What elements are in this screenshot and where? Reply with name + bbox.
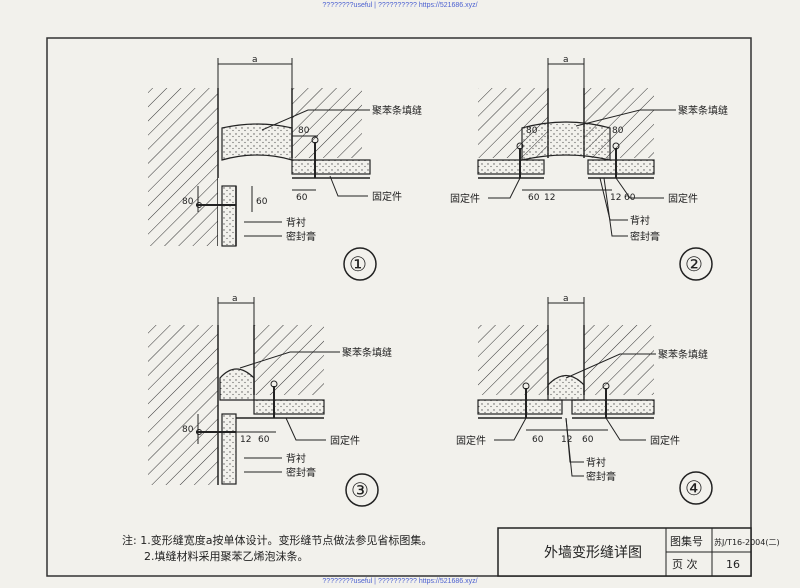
dim-80: 80 — [526, 126, 538, 136]
label-polystyrene: 聚苯条填缝 — [658, 348, 708, 361]
label-backing: 背衬 — [286, 216, 306, 229]
label-backing: 背衬 — [586, 456, 606, 469]
detail-2: a 80 80 60 12 12 60 聚苯条填缝 固定件 固定件 背衬 密封膏… — [450, 55, 728, 281]
label-fixing: 固定件 — [330, 434, 360, 447]
dim-a: a — [232, 294, 238, 304]
watermark-bottom: ????????useful | ?????????? https://5216… — [322, 578, 478, 585]
atlas-number: 苏J/T16-2004(二) — [714, 537, 780, 547]
label-backing: 背衬 — [286, 452, 306, 465]
label-fixing: 固定件 — [450, 192, 480, 205]
label-fixing: 固定件 — [456, 434, 486, 447]
notes: 注: 1.变形缝宽度a按单体设计。变形缝节点做法参见省标图集。 2.填缝材料采用… — [122, 533, 432, 563]
dim-60-vertical: 60 — [256, 197, 268, 207]
page-label: 页 次 — [672, 557, 698, 571]
dim-80-vertical: 80 — [182, 197, 194, 207]
title-block: 外墙变形缝详图 图集号 苏J/T16-2004(二) 页 次 16 — [497, 527, 780, 577]
dim-80: 80 — [298, 126, 310, 136]
dim-60: 60 — [258, 435, 270, 445]
wall-hatch — [292, 88, 362, 158]
wall-hatch — [584, 325, 654, 395]
insulation-layer — [587, 159, 655, 175]
dim-12: 12 — [544, 193, 555, 203]
detail-number-3: ③ — [351, 478, 369, 502]
insulation-layer — [477, 159, 545, 175]
polystyrene-foam — [547, 374, 585, 401]
dim-a: a — [563, 294, 569, 304]
insulation-layer — [291, 159, 371, 175]
label-fixing: 固定件 — [372, 190, 402, 203]
sheet-border — [46, 37, 752, 577]
insulation-layer — [571, 399, 655, 415]
polystyrene-foam — [219, 368, 255, 401]
note-line-1: 注: 1.变形缝宽度a按单体设计。变形缝节点做法参见省标图集。 — [122, 533, 432, 547]
dim-80-vertical: 80 — [182, 425, 194, 435]
insulation-layer — [253, 399, 325, 415]
wall-hatch — [148, 325, 218, 485]
label-sealant: 密封膏 — [286, 230, 316, 243]
watermark-top: ????????useful | ?????????? https://5216… — [322, 2, 478, 9]
dim-60: 60 — [528, 193, 540, 203]
dim-80: 80 — [612, 126, 624, 136]
wall-hatch — [148, 88, 218, 246]
dim-60: 60 — [532, 435, 544, 445]
atlas-label: 图集号 — [670, 534, 703, 548]
dim-60: 60 — [296, 193, 308, 203]
label-backing: 背衬 — [630, 214, 650, 227]
label-sealant: 密封膏 — [630, 230, 660, 243]
label-fixing: 固定件 — [668, 192, 698, 205]
label-sealant: 密封膏 — [586, 470, 616, 483]
label-sealant: 密封膏 — [286, 466, 316, 479]
note-line-2: 2.填缝材料采用聚苯乙烯泡沫条。 — [144, 549, 309, 563]
page-number: 16 — [726, 558, 740, 571]
dim-12: 12 — [561, 435, 572, 445]
wall-hatch — [478, 325, 548, 395]
label-polystyrene: 聚苯条填缝 — [678, 104, 728, 117]
detail-number-4: ④ — [685, 476, 703, 500]
detail-4: a 60 12 60 聚苯条填缝 固定件 固定件 背衬 密封膏 ④ — [456, 294, 713, 505]
detail-1: a 80 60 80 60 聚苯条填缝 固定件 背衬 密封膏 ① — [148, 55, 422, 281]
label-polystyrene: 聚苯条填缝 — [342, 346, 392, 359]
dim-a: a — [563, 55, 569, 65]
insulation-layer — [477, 399, 563, 415]
detail-number-2: ② — [685, 252, 703, 276]
dim-a: a — [252, 55, 258, 65]
polystyrene-foam — [221, 123, 293, 161]
dim-12: 12 — [610, 193, 621, 203]
detail-number-1: ① — [349, 252, 367, 276]
label-polystyrene: 聚苯条填缝 — [372, 104, 422, 117]
label-fixing: 固定件 — [650, 434, 680, 447]
drawing-title: 外墙变形缝详图 — [544, 545, 642, 561]
dim-12: 12 — [240, 435, 251, 445]
dim-60: 60 — [582, 435, 594, 445]
detail-3: a 80 12 60 聚苯条填缝 固定件 背衬 密封膏 ③ — [148, 294, 392, 507]
